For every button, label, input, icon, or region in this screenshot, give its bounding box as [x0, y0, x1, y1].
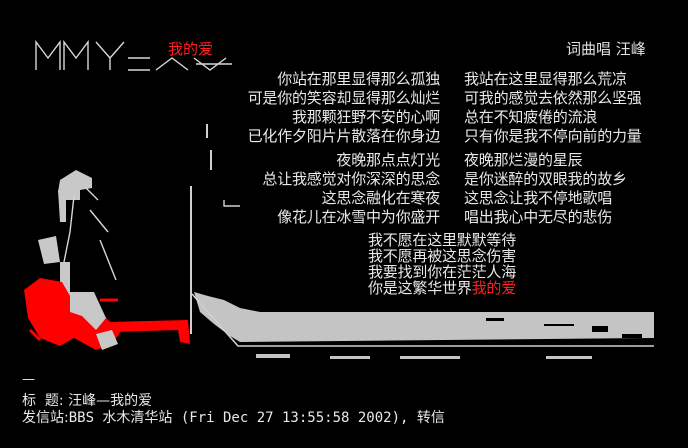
lyric-line: 我不愿再被这思念伤害	[368, 247, 517, 265]
verse2-right: 夜晚那烂漫的星辰 是你迷醉的双眼我的故乡 这思念让我不停地歌唱 唱出我心中无尽的…	[464, 151, 627, 227]
lyric-line: 你站在那里显得那么孤独	[277, 70, 440, 88]
lyric-line: 夜晚那点点灯光	[336, 151, 440, 169]
lyric-line: 已化作夕阳片片散落在你身边	[247, 127, 441, 145]
site-value: BBS 水木清华站 (Fri Dec 27 13:55:58 2002), 转信	[68, 410, 445, 426]
lyric-line: 总让我感觉对你深深的思念	[262, 170, 440, 188]
lyric-text: 你是这繁华世界	[368, 279, 472, 297]
verse1-left: 你站在那里显得那么孤独 可是你的笑容却显得那么灿烂 我那颗狂野不安的心啊 已化作…	[247, 70, 441, 146]
footer-site-row: 发信站:BBS 水木清华站 (Fri Dec 27 13:55:58 2002)…	[22, 407, 445, 427]
lyric-line-last: 你是这繁华世界我的爱	[368, 280, 516, 296]
lyric-line: 这思念让我不停地歌唱	[464, 189, 613, 207]
logo-art	[35, 39, 232, 71]
lyric-line: 这思念融化在寒夜	[321, 189, 441, 207]
lyric-line: 可是你的笑容却显得那么灿烂	[247, 89, 441, 107]
separator: —	[22, 372, 35, 387]
lyric-line: 我不愿在这里默默等待	[368, 231, 517, 249]
lyric-line: 我那颗狂野不安的心啊	[291, 108, 440, 126]
lyric-line: 总在不知疲倦的流浪	[464, 108, 598, 126]
credit-line: 词曲唱 汪峰	[566, 40, 646, 58]
title-value: 汪峰—我的爱	[68, 393, 153, 409]
lyric-line: 可我的感觉去依然那么坚强	[464, 89, 642, 107]
lyric-line: 只有你是我不停向前的力量	[464, 127, 642, 145]
chorus: 我不愿在这里默默等待 我不愿再被这思念伤害 我要找到你在茫茫人海 你是这繁华世界…	[368, 232, 516, 296]
lyric-line: 是你迷醉的双眼我的故乡	[464, 170, 627, 188]
verse2-left: 夜晚那点点灯光 总让我感觉对你深深的思念 这思念融化在寒夜 像花儿在冰雪中为你盛…	[262, 151, 440, 227]
lyric-highlight: 我的爱	[471, 279, 517, 297]
logo-subtitle: 我的爱	[168, 40, 214, 58]
title-label: 标 题:	[22, 393, 64, 409]
lyric-line: 像花儿在冰雪中为你盛开	[277, 208, 440, 226]
verse1-right: 我站在这里显得那么荒凉 可我的感觉去依然那么坚强 总在不知疲倦的流浪 只有你是我…	[464, 70, 642, 146]
lyric-line: 唱出我心中无尽的悲伤	[464, 208, 613, 226]
footer-title-row: 标 题: 汪峰—我的爱	[22, 390, 152, 410]
guitarist-figure	[24, 170, 190, 350]
site-label: 发信站:	[22, 410, 69, 426]
lyric-line: 我要找到你在茫茫人海	[368, 263, 517, 281]
stage-art	[190, 124, 654, 359]
lyric-line: 我站在这里显得那么荒凉	[464, 70, 627, 88]
lyric-line: 夜晚那烂漫的星辰	[464, 151, 583, 169]
